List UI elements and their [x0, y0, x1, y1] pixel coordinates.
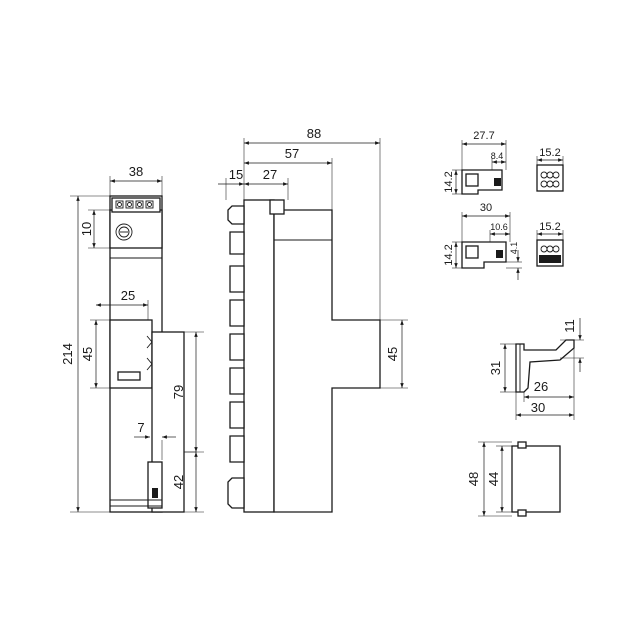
dim-front-height: 214	[60, 195, 110, 513]
dim-bracket-inner: 26	[523, 348, 575, 420]
dim-label-side-depth-a: 15	[229, 167, 243, 182]
dim-label-bracket-inner: 26	[534, 379, 548, 394]
dim-label-bracket-height: 31	[488, 361, 503, 375]
dim-terminal-a-offset: 8.4	[491, 151, 506, 170]
dim-terminal-b-step: 4.1	[506, 242, 522, 280]
side-body	[273, 209, 381, 513]
dim-label-front-width: 38	[129, 164, 143, 179]
dim-label-side-mid-depth: 57	[285, 146, 299, 161]
dim-side-depth-b: 27	[244, 167, 289, 200]
dim-terminal-b-length: 30	[461, 202, 511, 242]
dim-label-side-total-depth: 88	[307, 126, 321, 141]
dim-side-tail-height: 45	[380, 319, 408, 389]
dim-terminal-b-offset: 10.6	[489, 222, 510, 242]
dim-label-terminal-b-step: 4.1	[509, 242, 519, 255]
dim-terminal-b-height: 14.2	[443, 241, 462, 269]
dim-terminal-a-length: 27.7	[461, 130, 507, 170]
dim-bracket-outer: 30	[515, 392, 574, 420]
dim-label-front-window-width: 25	[121, 288, 135, 303]
dim-cover-outer: 48	[466, 441, 512, 517]
dim-side-mid-depth: 57	[244, 146, 333, 210]
dim-terminal-a-width: 15.2	[536, 147, 564, 165]
dim-label-terminal-b-height: 14.2	[443, 244, 455, 265]
front-clip	[147, 461, 163, 509]
dim-side-depth-a: 15	[218, 167, 244, 200]
side-top-latch	[269, 199, 285, 215]
front-rail	[151, 331, 185, 513]
side-view	[227, 199, 381, 513]
dim-label-front-clip-width: 7	[137, 420, 144, 435]
dim-label-terminal-a-height: 14.2	[443, 171, 455, 192]
terminal-b-front	[536, 239, 564, 267]
dim-bracket-height: 31	[488, 343, 516, 393]
side-mounting-plate	[243, 199, 275, 513]
dim-terminal-b-width: 15.2	[536, 221, 564, 240]
dim-label-cover-outer: 48	[466, 472, 481, 486]
front-window-marker	[117, 371, 141, 381]
dim-terminal-a-height: 14.2	[443, 169, 462, 195]
dim-front-clip-width: 7	[134, 420, 176, 460]
front-top-block	[109, 209, 163, 249]
dim-label-cover-inner: 44	[486, 472, 501, 486]
terminal-a-front	[536, 164, 564, 192]
dim-label-terminal-a-length: 27.7	[473, 130, 494, 142]
front-knob-icon	[115, 223, 133, 241]
front-screw-icons	[115, 200, 154, 209]
front-view	[109, 195, 185, 513]
dim-label-front-bottom-height: 42	[171, 475, 186, 489]
dim-label-front-top-block: 10	[79, 222, 94, 236]
dim-label-bracket-top: 11	[562, 319, 577, 333]
side-fins	[227, 205, 245, 509]
dim-label-front-height: 214	[60, 343, 75, 365]
dim-cover-inner: 44	[486, 445, 512, 513]
cover-part	[511, 441, 561, 517]
dim-bracket-top: 11	[560, 318, 584, 372]
dim-label-side-depth-b: 27	[263, 167, 277, 182]
dim-label-terminal-a-width: 15.2	[539, 147, 560, 159]
dim-label-terminal-b-offset: 10.6	[490, 222, 508, 232]
dim-front-top-block: 10	[79, 209, 110, 249]
dim-label-terminal-a-offset: 8.4	[491, 151, 504, 161]
dim-front-window-width: 25	[96, 288, 149, 320]
terminal-a-side	[461, 169, 503, 195]
dim-label-front-rail-height: 79	[171, 385, 186, 399]
dim-label-front-window-height: 45	[80, 347, 95, 361]
dim-front-window-height: 45	[80, 319, 110, 389]
dim-label-side-tail-height: 45	[385, 347, 400, 361]
dim-label-terminal-b-length: 30	[480, 202, 492, 214]
dim-front-bottom-height: 42	[171, 451, 204, 513]
dim-front-width: 38	[109, 164, 163, 196]
dim-side-total-depth: 88	[243, 126, 381, 320]
terminal-b-side	[461, 241, 507, 269]
dim-label-bracket-outer: 30	[531, 400, 545, 415]
dim-label-terminal-b-width: 15.2	[539, 221, 560, 233]
